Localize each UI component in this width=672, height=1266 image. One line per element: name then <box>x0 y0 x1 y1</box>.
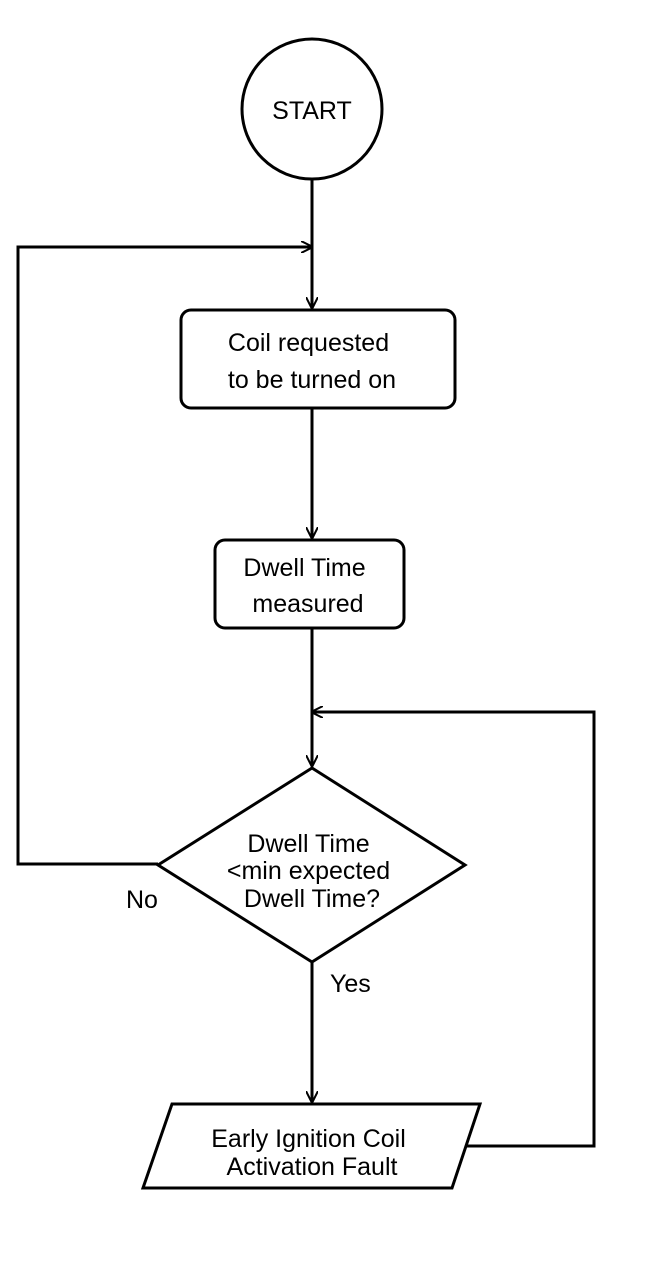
no-label: No <box>126 886 158 914</box>
arrow-fault-loop <box>312 712 596 1148</box>
decision-line-3: Dwell Time? <box>244 885 380 913</box>
start-node: START <box>240 37 384 181</box>
coil-request-line-1: Coil requested <box>228 329 389 357</box>
decision-line-1: Dwell Time <box>247 830 369 858</box>
dwell-measure-line-2: measured <box>252 590 363 618</box>
coil-request-line-2: to be turned on <box>228 366 396 394</box>
coil-request-node: Coil requested to be turned on <box>179 308 457 410</box>
svg-text:Dwell Time <min expected: Dwell Time <min expected Dwell Time? <box>227 830 397 913</box>
fault-node: Early Ignition Coil Activation Fault <box>140 1102 483 1190</box>
dwell-decision-node: Dwell Time <min expected Dwell Time? <box>155 766 468 964</box>
fault-line-1: Early Ignition Coil <box>211 1125 406 1153</box>
yes-label: Yes <box>330 970 371 998</box>
svg-text:Dwell Time measured: Dwell Time measured <box>243 554 372 618</box>
start-label: START <box>272 97 352 125</box>
svg-text:Coil requested to be tur: Coil requested to be turned on <box>228 329 396 394</box>
fault-line-2: Activation Fault <box>227 1153 398 1181</box>
arrow-no-loop <box>16 247 312 866</box>
svg-text:Early Ignition Coil Acti: Early Ignition Coil Activation Fault <box>211 1125 412 1181</box>
decision-line-2: <min expected <box>227 857 390 885</box>
dwell-measure-node: Dwell Time measured <box>213 538 406 630</box>
dwell-measure-line-1: Dwell Time <box>243 554 365 582</box>
